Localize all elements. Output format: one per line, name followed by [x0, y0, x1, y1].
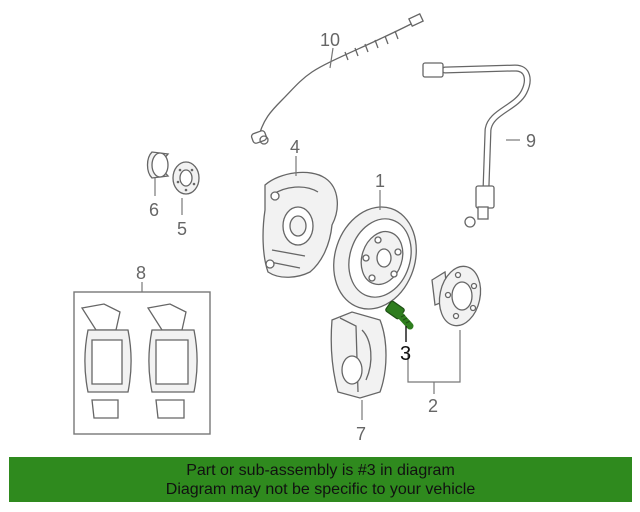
callout-5: 5: [177, 219, 187, 239]
callout-4: 4: [290, 137, 300, 157]
banner-line-1: Part or sub-assembly is #3 in diagram: [186, 462, 455, 479]
callout-8: 8: [136, 263, 146, 283]
wheel-hub-bolt-highlighted[interactable]: [385, 300, 414, 330]
callout-2: 2: [428, 396, 438, 416]
brake-rotor[interactable]: [321, 196, 429, 320]
wear-sensor-wire[interactable]: [250, 12, 424, 145]
dust-cap[interactable]: [146, 151, 170, 179]
callout-1: 1: [375, 171, 385, 191]
callout-9: 9: [526, 131, 536, 151]
callout-10: 10: [320, 30, 340, 50]
wheel-hub[interactable]: [431, 262, 486, 329]
bearing-nut[interactable]: [172, 161, 200, 195]
brake-hose[interactable]: [422, 62, 531, 228]
splash-shield[interactable]: [262, 171, 338, 278]
brake-pad-kit[interactable]: [73, 291, 211, 435]
callout-7: 7: [356, 424, 366, 444]
callout-3: 3: [400, 343, 411, 365]
brake-caliper[interactable]: [330, 311, 387, 399]
callout-6: 6: [149, 200, 159, 220]
leader-lines: [141, 47, 520, 420]
banner-line-2: Diagram may not be specific to your vehi…: [165, 481, 476, 498]
info-banner: Part or sub-assembly is #3 in diagram Di…: [9, 457, 632, 502]
